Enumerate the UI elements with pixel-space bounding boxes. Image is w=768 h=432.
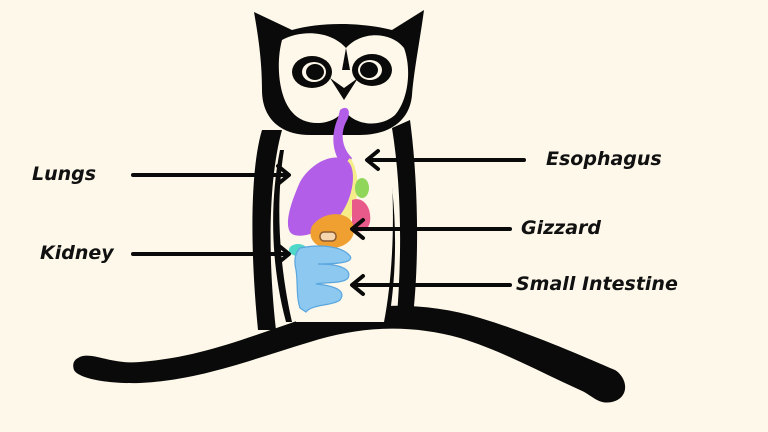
esophagus-label: Esophagus [546,148,662,170]
small-intestine-organ [294,245,352,313]
arrows [131,149,526,296]
lungs-label: Lungs [32,163,97,185]
kidney-arrow [131,243,291,265]
liver-green-organ [355,178,369,198]
small-intestine-arrow [350,274,512,296]
small-intestine-label: Small Intestine [516,273,678,295]
organs [287,107,371,313]
gizzard-arrow [350,218,512,240]
esophagus-organ [333,107,352,170]
kidney-label: Kidney [40,242,114,264]
esophagus-arrow [365,149,526,171]
owl-head [254,10,424,135]
branch [73,305,626,403]
lungs-arrow [131,164,291,186]
gizzard-label: Gizzard [521,217,602,239]
